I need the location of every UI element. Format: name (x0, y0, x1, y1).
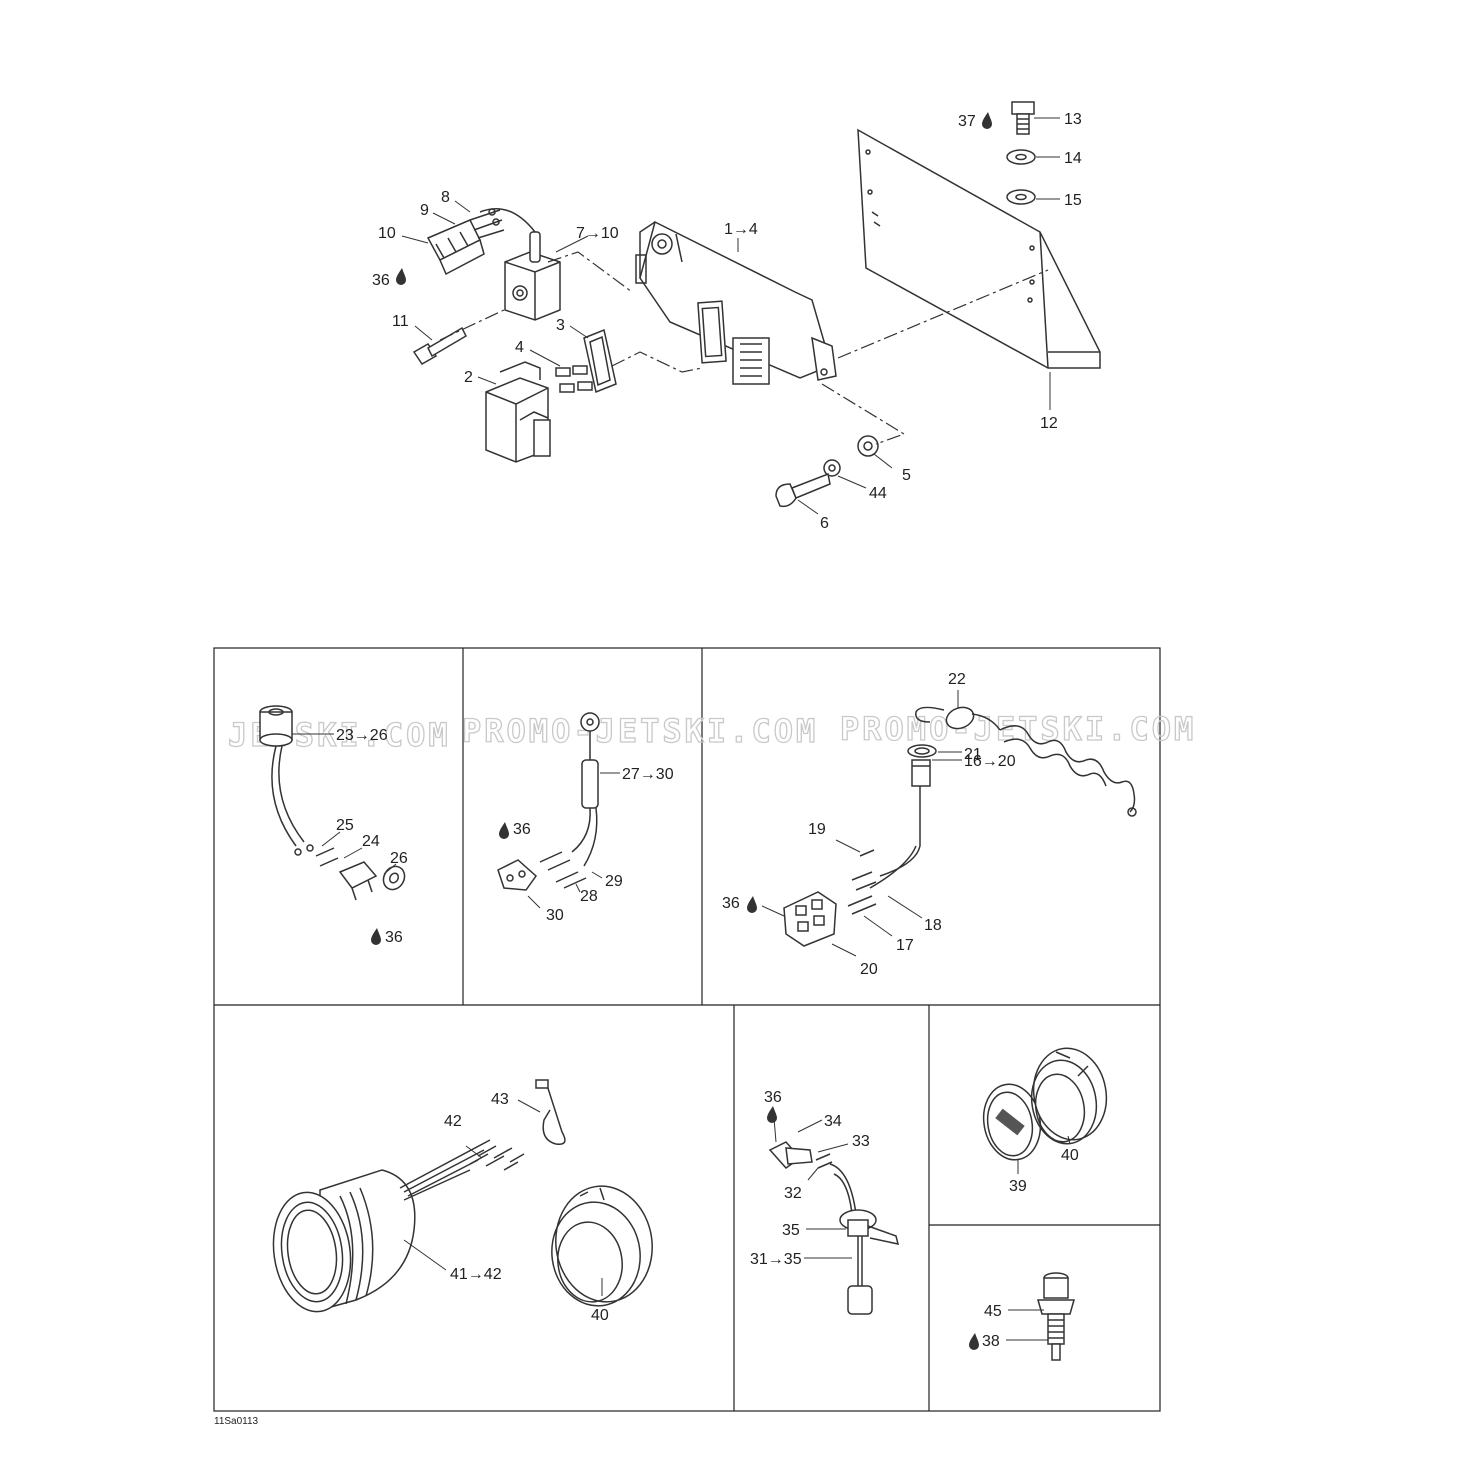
callout-43: 43 (491, 1091, 509, 1108)
drop-icon (747, 896, 757, 913)
callout-18: 18 (924, 917, 942, 934)
drawing-code: 11Sa0113 (214, 1416, 259, 1427)
callout-4: 4 (515, 339, 524, 356)
callout-31-35: 31→35 (750, 1251, 802, 1268)
callout-14: 14 (1064, 150, 1082, 167)
callout-36-c: 36 (722, 895, 740, 912)
watermark-3: PROMO-JETSKI.COM (840, 710, 1196, 748)
washer-44 (823, 459, 841, 477)
bolt-13 (1011, 101, 1035, 135)
callout-11: 11 (392, 313, 409, 330)
bolt-6 (775, 472, 831, 508)
callout-13: 13 (1064, 111, 1082, 128)
sender-31-35 (768, 1141, 900, 1315)
fuse-box-2 (485, 361, 551, 463)
callout-9: 9 (420, 202, 429, 219)
callout-27-30: 27→30 (622, 766, 674, 783)
callout-3: 3 (556, 317, 565, 334)
sensor-23-26 (259, 705, 406, 901)
callout-40-b: 40 (1061, 1147, 1079, 1164)
callout-36-d: 36 (764, 1089, 782, 1106)
temp-sensor-45 (1037, 1272, 1075, 1361)
callout-45: 45 (984, 1303, 1002, 1320)
callout-35: 35 (782, 1222, 800, 1239)
cap-39 (982, 1083, 1042, 1161)
callout-41-42: 41→42 (450, 1266, 502, 1283)
washer-15 (1006, 189, 1036, 205)
bolt-11 (412, 326, 467, 365)
fuses-4 (555, 365, 593, 393)
drop-icon (767, 1106, 777, 1123)
bezel-40b (1030, 1047, 1108, 1145)
gasket-3 (583, 328, 617, 394)
ecu-module-1-4 (635, 220, 837, 385)
callout-36-b: 36 (513, 821, 531, 838)
panel-grid (213, 647, 1161, 1412)
callout-39: 39 (1009, 1178, 1027, 1195)
drop-icon (396, 268, 406, 285)
drop-icon (969, 1333, 979, 1350)
cable-tie-43 (535, 1079, 566, 1145)
callout-32: 32 (784, 1185, 802, 1202)
callout-36-a: 36 (385, 929, 403, 946)
callout-8: 8 (441, 189, 450, 206)
tether-cord-16-22 (783, 706, 1137, 947)
callout-22: 22 (948, 671, 966, 688)
callout-33: 33 (852, 1133, 870, 1150)
callout-29: 29 (605, 873, 623, 890)
callout-10: 10 (378, 225, 396, 242)
callout-19: 19 (808, 821, 826, 838)
washer-14 (1006, 149, 1036, 165)
drop-icon (982, 112, 992, 129)
callout-26: 26 (390, 850, 408, 867)
callout-20: 20 (860, 961, 878, 978)
callout-42: 42 (444, 1113, 462, 1130)
callout-21: 21 (964, 746, 982, 763)
callout-23-26: 23→26 (336, 727, 388, 744)
callout-38: 38 (982, 1333, 1000, 1350)
gauge-41-42 (272, 1139, 525, 1313)
relay-7-10 (479, 208, 561, 321)
sensor-27-30 (497, 712, 600, 891)
callout-36-top: 36 (372, 272, 390, 289)
watermark-2: PROMO-JETSKI.COM (462, 712, 818, 750)
bezel-40a (551, 1185, 653, 1307)
callout-5: 5 (902, 467, 911, 484)
callout-25: 25 (336, 817, 354, 834)
callout-16-20: 16→20 (964, 753, 1016, 770)
callout-24: 24 (362, 833, 380, 850)
callout-40-a: 40 (591, 1307, 609, 1324)
mounting-bracket-12 (857, 128, 1101, 369)
top-assembly (401, 101, 1101, 515)
callout-30: 30 (546, 907, 564, 924)
washer-5 (857, 435, 879, 457)
callout-6: 6 (820, 515, 829, 532)
callout-44: 44 (869, 485, 887, 502)
callout-2: 2 (464, 369, 473, 386)
callout-12: 12 (1040, 415, 1058, 432)
callout-1-4: 1→4 (724, 221, 758, 238)
callout-7-10: 7→10 (576, 225, 619, 242)
callout-17: 17 (896, 937, 914, 954)
drop-icon (499, 822, 509, 839)
callout-34: 34 (824, 1113, 842, 1130)
callout-37: 37 (958, 113, 976, 130)
callout-28: 28 (580, 888, 598, 905)
drop-icon (371, 928, 381, 945)
callout-15: 15 (1064, 192, 1082, 209)
connector-8-10 (426, 208, 505, 276)
